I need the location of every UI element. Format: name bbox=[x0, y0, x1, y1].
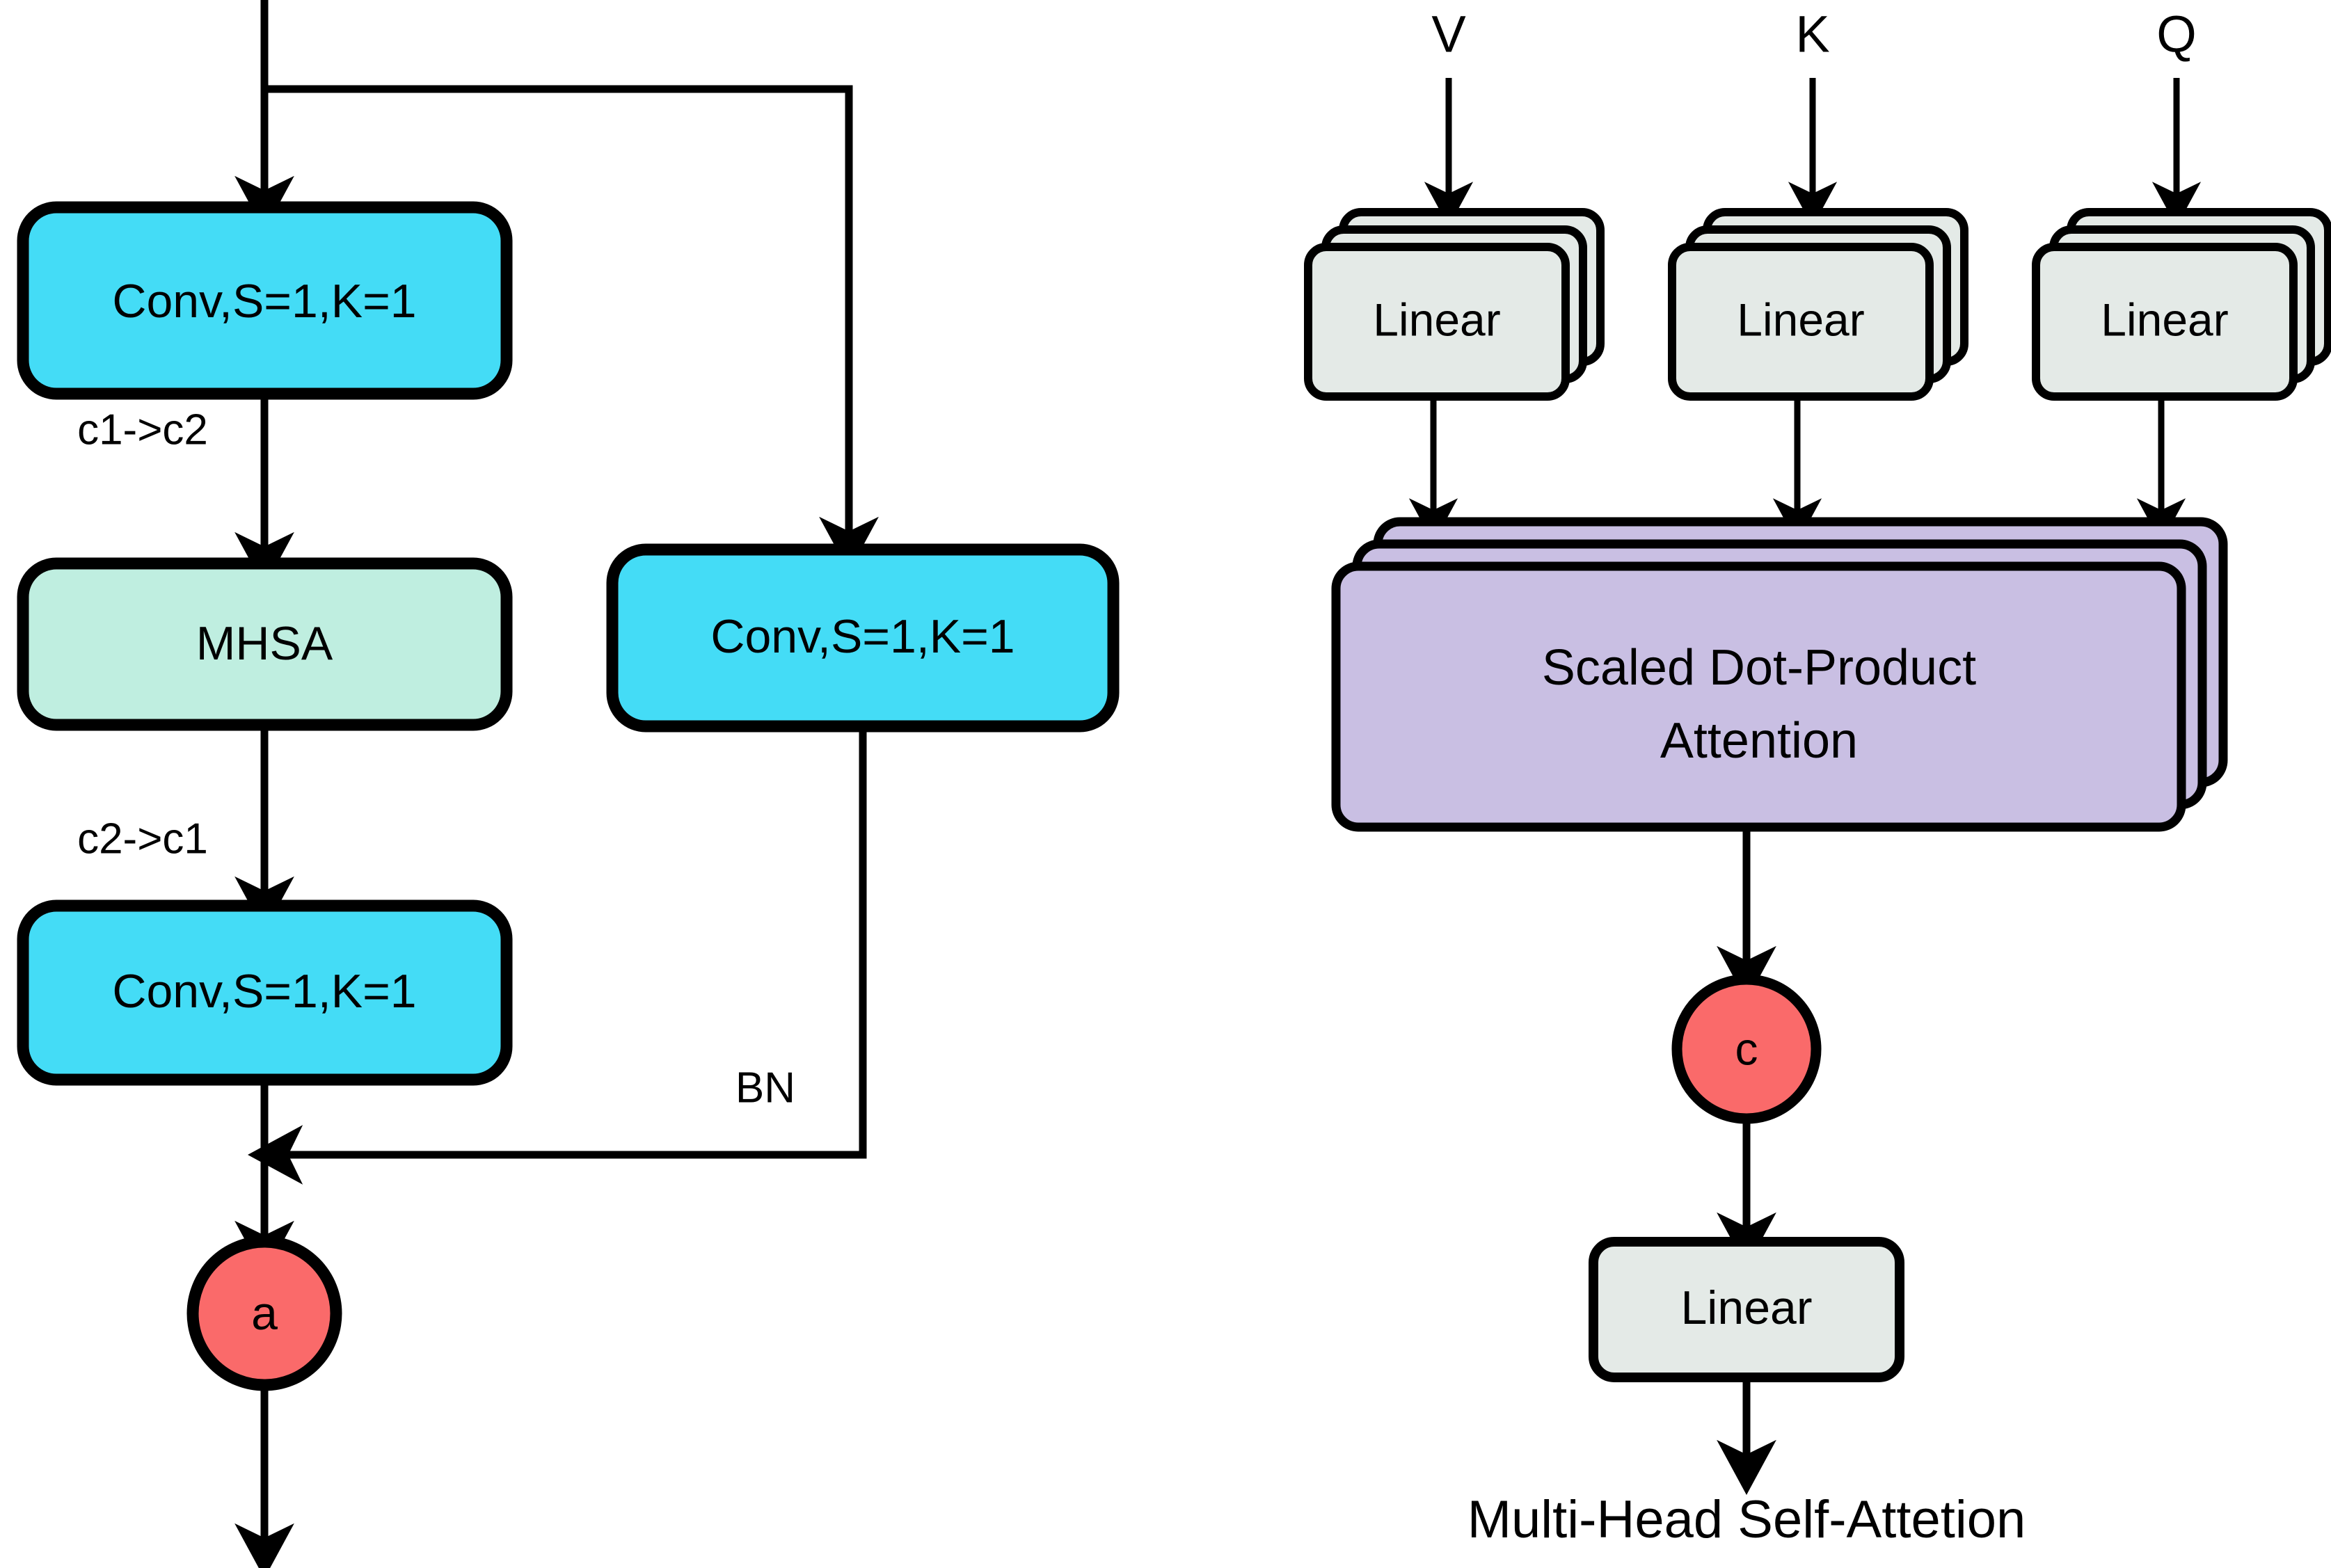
node-add-a-label: a bbox=[251, 1287, 278, 1340]
input-label-k: K bbox=[1795, 6, 1829, 63]
block-attention-layer1 bbox=[1331, 561, 2186, 832]
block-linear-k[interactable]: Linear bbox=[1668, 208, 1968, 401]
block-scaled-dot-product-attention[interactable]: Scaled Dot-Product Attention bbox=[1331, 517, 2228, 832]
block-conv-top[interactable]: Conv,S=1,K=1 bbox=[17, 201, 513, 400]
block-conv-skip-label: Conv,S=1,K=1 bbox=[710, 610, 1015, 663]
block-linear-v[interactable]: Linear bbox=[1304, 208, 1605, 401]
node-concat-c[interactable]: c bbox=[1671, 974, 1822, 1124]
block-linear-q-label: Linear bbox=[2101, 294, 2228, 345]
block-linear-q[interactable]: Linear bbox=[2032, 208, 2331, 401]
edge-branch-to-conv-skip bbox=[264, 85, 879, 572]
block-conv-skip[interactable]: Conv,S=1,K=1 bbox=[606, 543, 1120, 733]
block-conv-bottom-label: Conv,S=1,K=1 bbox=[112, 965, 416, 1018]
block-mhsa[interactable]: MHSA bbox=[17, 557, 513, 731]
block-linear-out-label: Linear bbox=[1680, 1281, 1812, 1334]
node-add-a[interactable]: a bbox=[186, 1235, 342, 1391]
block-linear-q-layer1 bbox=[2032, 243, 2298, 401]
block-linear-v-layer1 bbox=[1304, 243, 1570, 401]
input-label-q: Q bbox=[2156, 6, 2197, 63]
block-linear-k-label: Linear bbox=[1737, 294, 1864, 345]
edge-label-c1-to-c2: c1->c2 bbox=[77, 406, 208, 454]
caption-multi-head-self-attention: Multi-Head Self-Attetion bbox=[1467, 1490, 2026, 1549]
edge-label-c2-to-c1: c2->c1 bbox=[77, 815, 208, 863]
block-conv-bottom[interactable]: Conv,S=1,K=1 bbox=[17, 899, 513, 1086]
edge-label-bn: BN bbox=[735, 1064, 795, 1112]
node-concat-c-label: c bbox=[1735, 1023, 1758, 1074]
block-attention-label-line1: Scaled Dot-Product bbox=[1542, 640, 1976, 696]
input-label-v: V bbox=[1431, 6, 1466, 63]
block-linear-out[interactable]: Linear bbox=[1589, 1237, 1904, 1382]
block-attention-label-line2: Attention bbox=[1660, 713, 1858, 769]
block-mhsa-label: MHSA bbox=[196, 617, 333, 670]
block-conv-top-label: Conv,S=1,K=1 bbox=[112, 275, 416, 328]
block-linear-v-label: Linear bbox=[1373, 294, 1500, 345]
edge-bn-residual bbox=[248, 726, 867, 1185]
block-linear-k-layer1 bbox=[1668, 243, 1934, 401]
